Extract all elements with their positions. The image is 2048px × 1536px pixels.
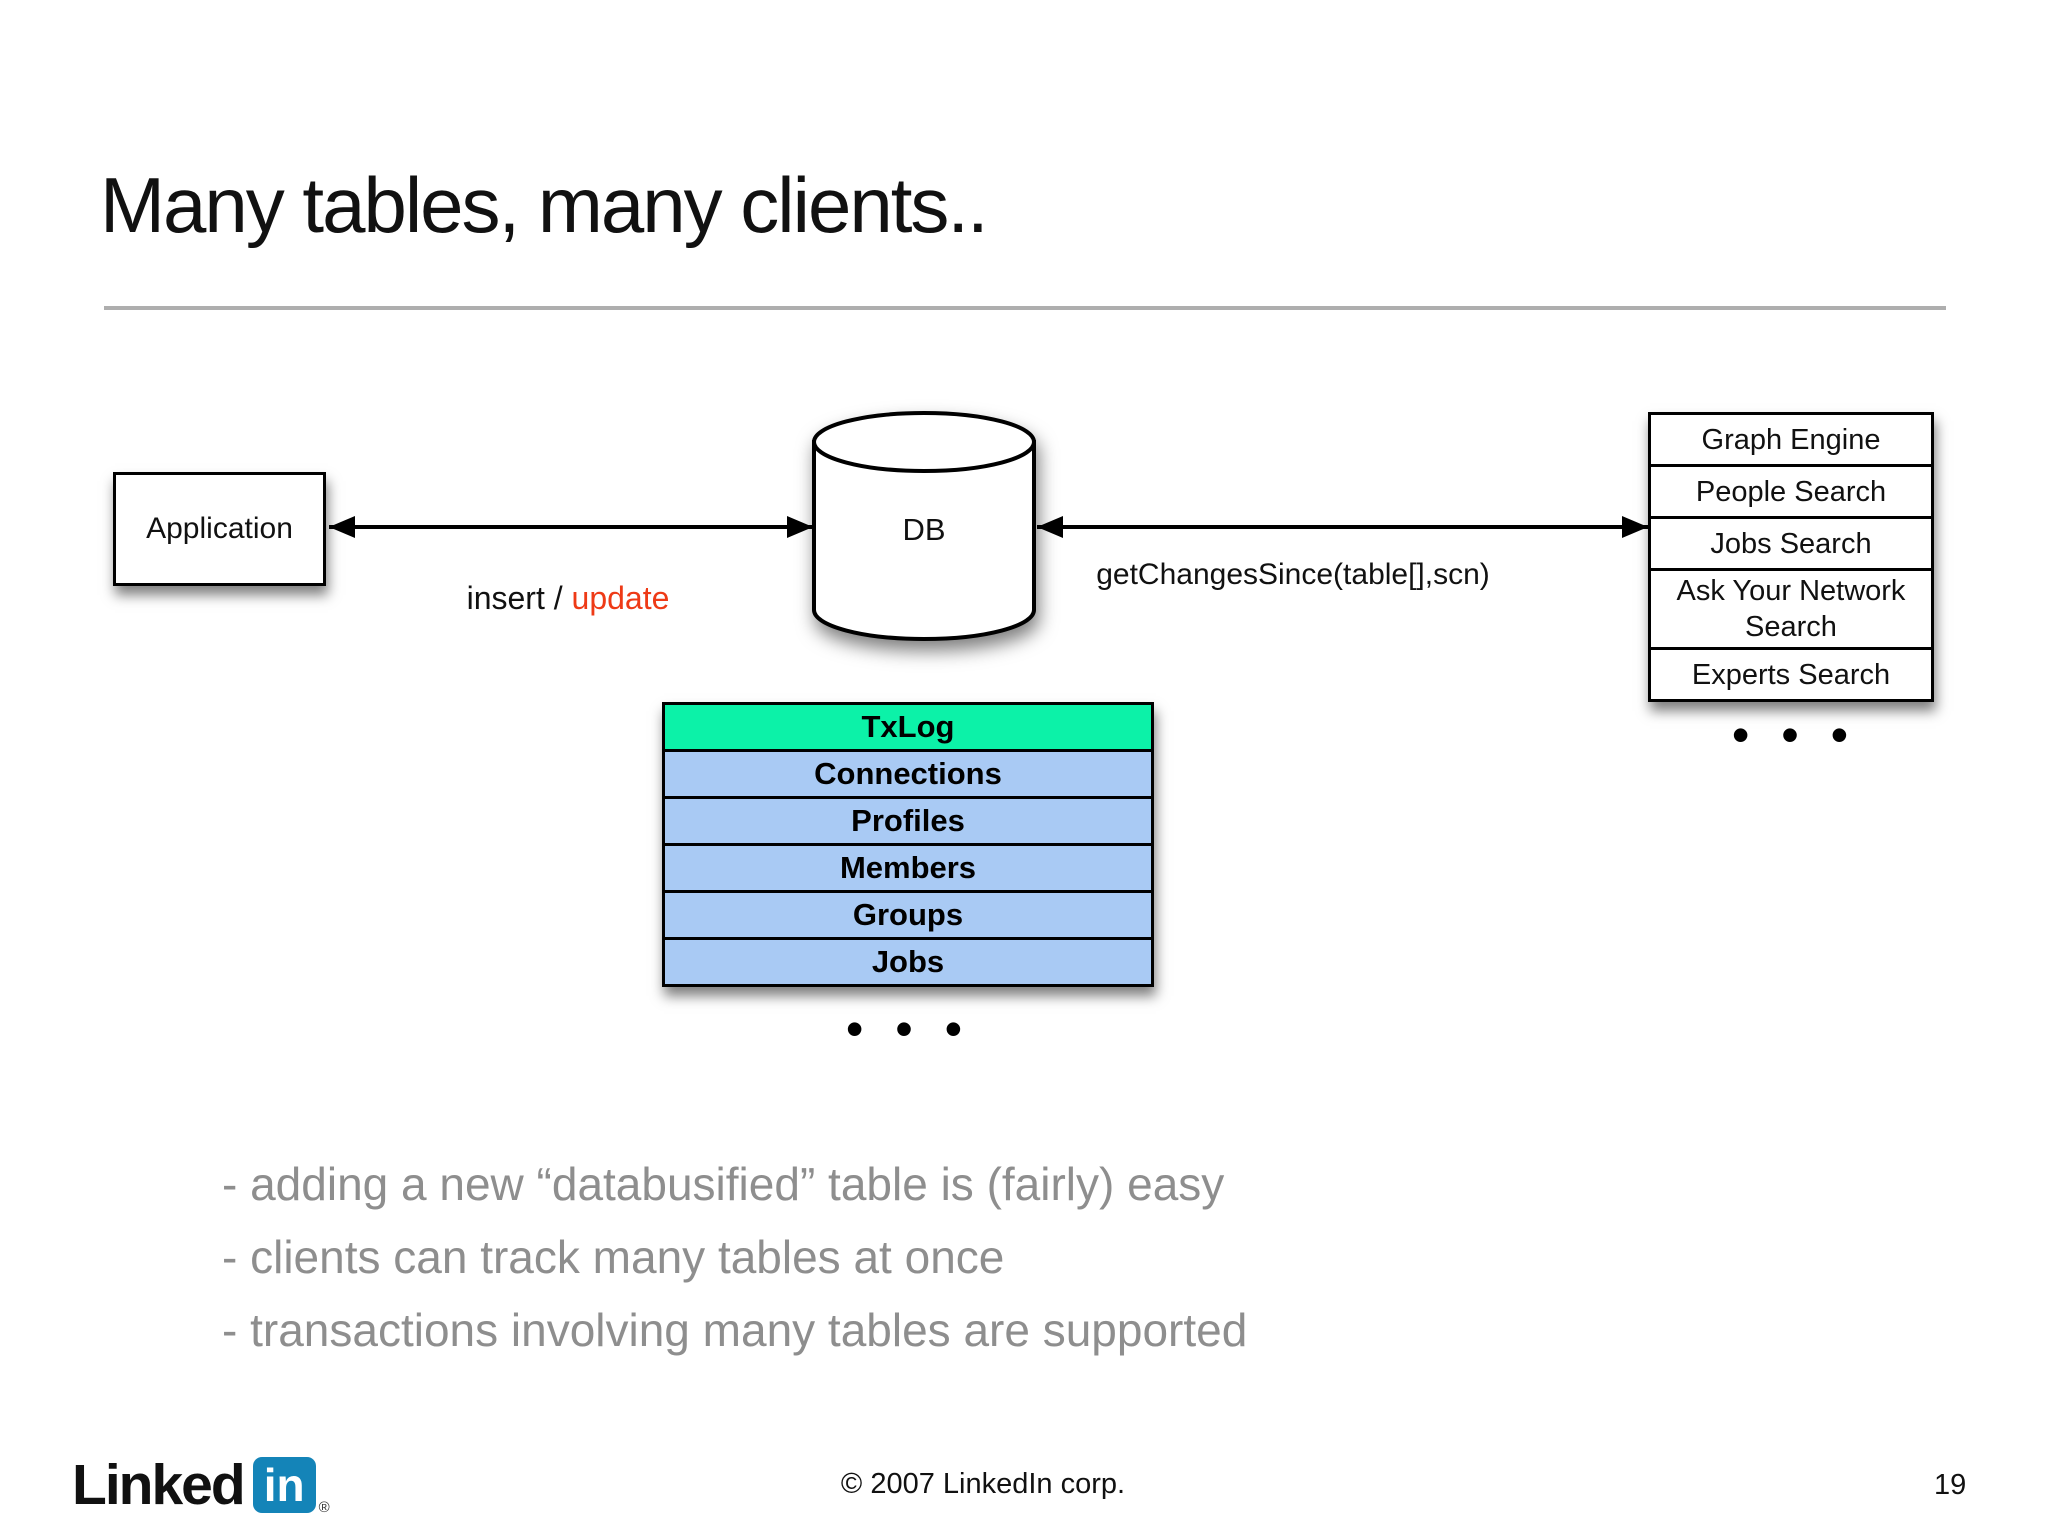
- linkedin-in-badge-icon: in: [252, 1457, 316, 1513]
- page-number: 19: [1934, 1469, 1967, 1501]
- get-changes-label: getChangesSince(table[],scn): [1096, 558, 1490, 591]
- database-cylinder-icon: [812, 411, 1036, 641]
- table-row: Members: [665, 843, 1151, 890]
- table-row: Groups: [665, 890, 1151, 937]
- tables-ellipsis-dots: • • •: [845, 1001, 965, 1057]
- arrow-application-db: [329, 525, 813, 529]
- title-divider: [104, 306, 1946, 310]
- table-row: Connections: [665, 749, 1151, 796]
- clients-ellipsis-dots: • • •: [1731, 707, 1851, 763]
- client-row: Jobs Search: [1651, 516, 1931, 568]
- bullet-line: - adding a new “databusified” table is (…: [222, 1158, 1225, 1210]
- client-row: People Search: [1651, 464, 1931, 516]
- application-label: Application: [146, 512, 293, 545]
- db-label: DB: [902, 512, 946, 547]
- linkedin-logo-text: Linked: [72, 1453, 246, 1517]
- table-row: Profiles: [665, 796, 1151, 843]
- bullet-line: - transactions involving many tables are…: [222, 1304, 1248, 1356]
- bullet-line: - clients can track many tables at once: [222, 1231, 1005, 1283]
- application-box: Application: [113, 472, 326, 586]
- linkedin-logo: Linked in ®: [72, 1452, 330, 1518]
- copyright-text: © 2007 LinkedIn corp.: [840, 1468, 1126, 1500]
- client-row: Experts Search: [1651, 647, 1931, 699]
- arrow-db-clients: [1037, 525, 1648, 529]
- table-row: TxLog: [665, 705, 1151, 749]
- update-label: update: [571, 580, 670, 616]
- insert-update-label: insert / update: [467, 580, 670, 617]
- insert-label: insert /: [466, 580, 572, 616]
- slide-title: Many tables, many clients..: [100, 161, 989, 249]
- client-row: Ask Your Network Search: [1651, 568, 1931, 647]
- table-row: Jobs: [665, 937, 1151, 984]
- bullet-notes: - adding a new “databusified” table is (…: [222, 1148, 1247, 1367]
- client-row: Graph Engine: [1651, 415, 1931, 464]
- registered-trademark-symbol: ®: [318, 1499, 330, 1516]
